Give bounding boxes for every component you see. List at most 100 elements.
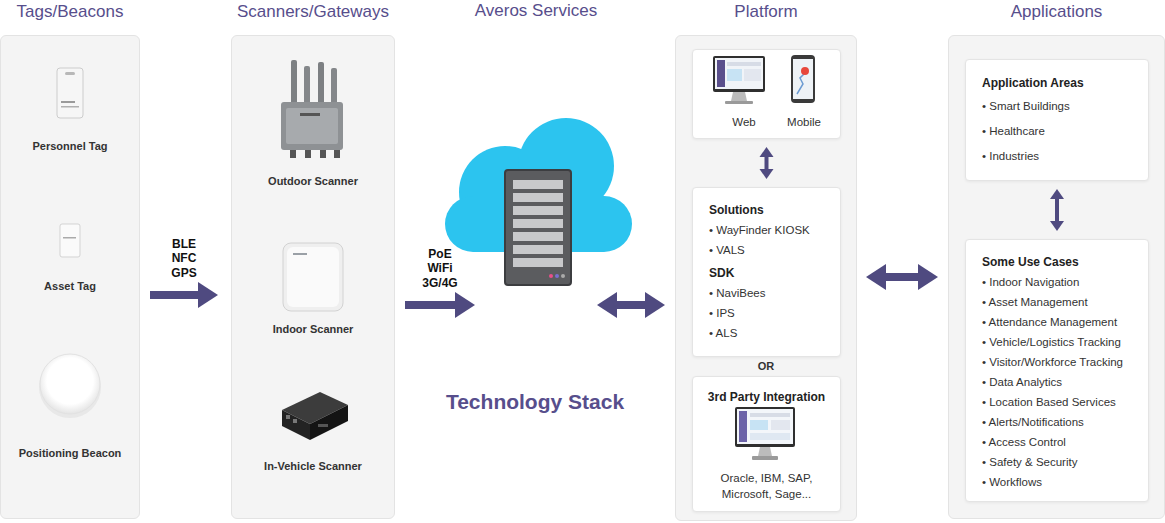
column-header: Applications bbox=[1011, 1, 1103, 23]
asset-tag-art-part bbox=[60, 224, 80, 257]
monitor-icon-part bbox=[737, 409, 793, 444]
list-item: • Vehicle/Logistics Tracking bbox=[982, 332, 1140, 352]
server-rack bbox=[505, 170, 571, 285]
cloud-shape-part bbox=[445, 196, 501, 252]
asset-tag-art bbox=[60, 224, 80, 257]
monitor-icon-part bbox=[771, 420, 790, 430]
vehicle-scanner-art-part bbox=[310, 405, 348, 440]
outdoor-scanner-art bbox=[281, 60, 343, 158]
connector-arrow bbox=[597, 292, 665, 318]
arrow-part bbox=[886, 273, 919, 281]
list-item: • NaviBees bbox=[709, 283, 832, 303]
personnel-tag-art-part bbox=[61, 101, 75, 103]
arrow-part bbox=[765, 157, 769, 170]
list-item: • Alerts/Notifications bbox=[982, 412, 1140, 432]
device-caption: Personnel Tag bbox=[33, 139, 108, 153]
arrow-part bbox=[760, 169, 774, 179]
arrow-part bbox=[1055, 199, 1059, 222]
connector-arrow bbox=[150, 282, 218, 308]
asset-tag-art-part bbox=[63, 237, 76, 239]
server-rack-part bbox=[549, 274, 553, 278]
arrow-part bbox=[198, 282, 218, 308]
column-header: Averos Services bbox=[475, 0, 598, 22]
arrow-part bbox=[1050, 221, 1064, 231]
server-rack-part bbox=[513, 245, 563, 254]
connector-arrow bbox=[1050, 189, 1064, 231]
vehicle-scanner-art-part bbox=[282, 410, 310, 440]
list-item: • Visitor/Workforce Tracking bbox=[982, 352, 1140, 372]
monitor-icon-part bbox=[750, 413, 790, 417]
monitor-icon-part bbox=[725, 101, 753, 104]
edge-label: PoE WiFi 3G/4G bbox=[422, 247, 457, 291]
box-heading: Application Areas bbox=[982, 72, 1140, 94]
monitor-icon-part bbox=[717, 60, 725, 87]
connector-arrow bbox=[760, 147, 774, 179]
monitor-icon bbox=[735, 407, 795, 460]
phone-icon bbox=[791, 55, 815, 103]
outdoor-scanner-art-part bbox=[304, 66, 310, 104]
beacon-art-part bbox=[40, 354, 100, 414]
arrow-part bbox=[597, 292, 617, 318]
cloud-shape-part bbox=[473, 196, 604, 252]
monitor-icon-part bbox=[731, 92, 747, 101]
monitor-icon-part bbox=[750, 433, 790, 440]
device-caption: Indoor Scanner bbox=[273, 322, 354, 336]
list-item: • Data Analytics bbox=[982, 372, 1140, 392]
outdoor-scanner-art-part bbox=[291, 60, 297, 104]
indoor-scanner-art-part bbox=[287, 247, 339, 307]
server-rack-part bbox=[513, 206, 563, 215]
use-cases-box: Some Use Cases• Indoor Navigation• Asset… bbox=[965, 239, 1149, 502]
list-item: • Industries bbox=[982, 144, 1140, 169]
monitor-icon-part bbox=[715, 58, 763, 89]
indoor-scanner-art-part bbox=[293, 253, 307, 255]
stack-title: Technology Stack bbox=[446, 389, 624, 415]
list-item: • Smart Buildings bbox=[982, 94, 1140, 119]
server-rack-part bbox=[561, 274, 565, 278]
monitor-icon-part bbox=[727, 69, 742, 81]
beacon-art-part bbox=[39, 356, 101, 418]
device-caption: Positioning Beacon bbox=[19, 446, 122, 460]
vehicle-scanner-art bbox=[282, 392, 348, 440]
personnel-tag-art-part bbox=[57, 68, 83, 118]
server-rack-part bbox=[555, 274, 559, 278]
arrow-part bbox=[918, 264, 938, 290]
monitor-icon-part bbox=[750, 420, 768, 430]
monitor-icon-part bbox=[758, 447, 772, 456]
vehicle-scanner-art-part bbox=[293, 419, 297, 423]
server-rack-part bbox=[513, 180, 563, 189]
box-heading: SDK bbox=[709, 263, 832, 283]
phone-icon-part bbox=[801, 67, 809, 75]
tags-panel: Tags/Beacons bbox=[0, 35, 140, 519]
outdoor-scanner-art-part bbox=[331, 68, 337, 104]
monitor-icon-part bbox=[735, 407, 795, 447]
monitor-icon-part bbox=[713, 56, 765, 92]
personnel-tag-art bbox=[57, 68, 83, 118]
arrow-part bbox=[645, 292, 665, 318]
column-header: Tags/Beacons bbox=[17, 1, 124, 23]
beacon-art bbox=[39, 354, 101, 418]
list-item: • Indoor Navigation bbox=[982, 272, 1140, 292]
outdoor-scanner-art-part bbox=[334, 150, 340, 158]
platform-panel: Platform WebMobileSolutions• WayFinder K… bbox=[675, 35, 857, 521]
monitor-icon-part bbox=[727, 62, 761, 66]
box-heading: Solutions bbox=[709, 200, 832, 220]
arrow-part bbox=[405, 301, 456, 309]
phone-icon-part bbox=[797, 72, 806, 94]
monitor-icon-part bbox=[752, 456, 778, 460]
outdoor-scanner-art-part bbox=[300, 113, 320, 116]
phone-icon-part bbox=[793, 59, 813, 99]
server-rack-part bbox=[505, 170, 571, 285]
integration-box: 3rd Party IntegrationOracle, IBM, SAP, M… bbox=[692, 376, 841, 512]
list-item: • Access Control bbox=[982, 432, 1140, 452]
column-header: Scanners/Gateways bbox=[237, 1, 389, 23]
outdoor-scanner-art-part bbox=[286, 108, 338, 144]
arrow-part bbox=[150, 291, 199, 299]
server-rack-part bbox=[513, 219, 563, 228]
server-rack-part bbox=[513, 258, 563, 267]
list-item: Oracle, IBM, SAP, Microsoft, Sage... bbox=[709, 470, 825, 502]
outdoor-scanner-art-part bbox=[290, 150, 296, 158]
monitor-icon bbox=[713, 56, 765, 104]
list-item: • WayFinder KIOSK bbox=[709, 220, 832, 240]
device-caption: Asset Tag bbox=[44, 279, 96, 293]
connector-arrow bbox=[866, 264, 938, 290]
